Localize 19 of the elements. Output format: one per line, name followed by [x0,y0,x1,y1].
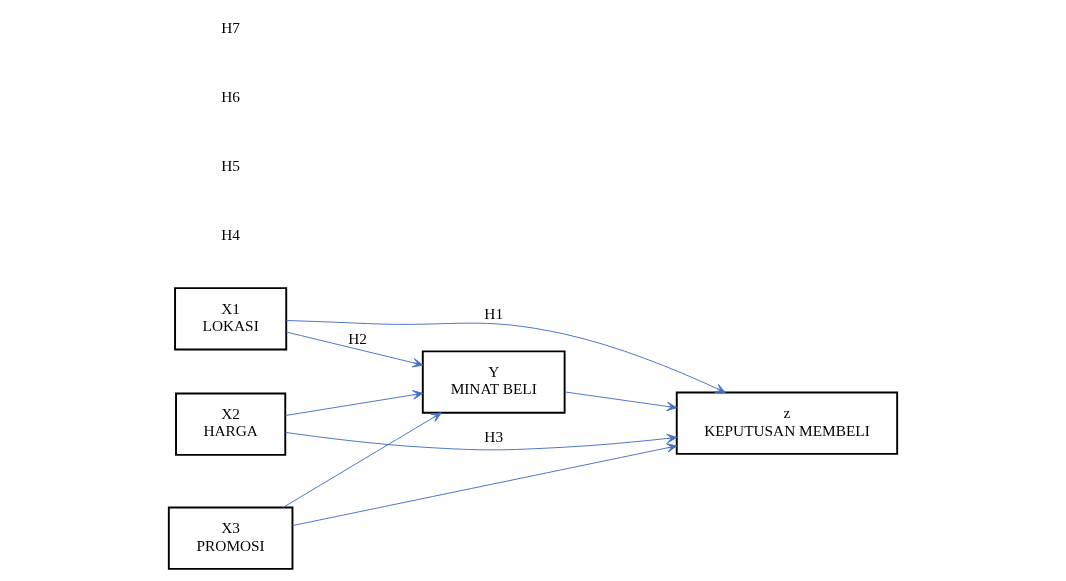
label: H4 [221,226,241,243]
label: H5 [221,157,241,174]
arrow [564,391,678,412]
node-box: X1 LOKASI [174,287,288,351]
edge-label: H3 [484,428,504,446]
node-box: z KEPUTUSAN MEMBELI [675,391,899,455]
arrow [292,443,678,527]
edge-label: H1 [484,304,504,322]
edge-label: H2 [348,330,367,348]
node-box: X3 PROMOSI [167,506,294,570]
node-box: Y MINAT BELI [421,350,566,414]
arrow [284,431,678,451]
label: H7 [221,19,241,36]
arrow [285,320,726,393]
arrow [285,331,424,368]
arrow [282,412,442,509]
label: H6 [221,88,241,105]
arrow [284,390,424,416]
node-box: X2 HARGA [175,392,287,456]
